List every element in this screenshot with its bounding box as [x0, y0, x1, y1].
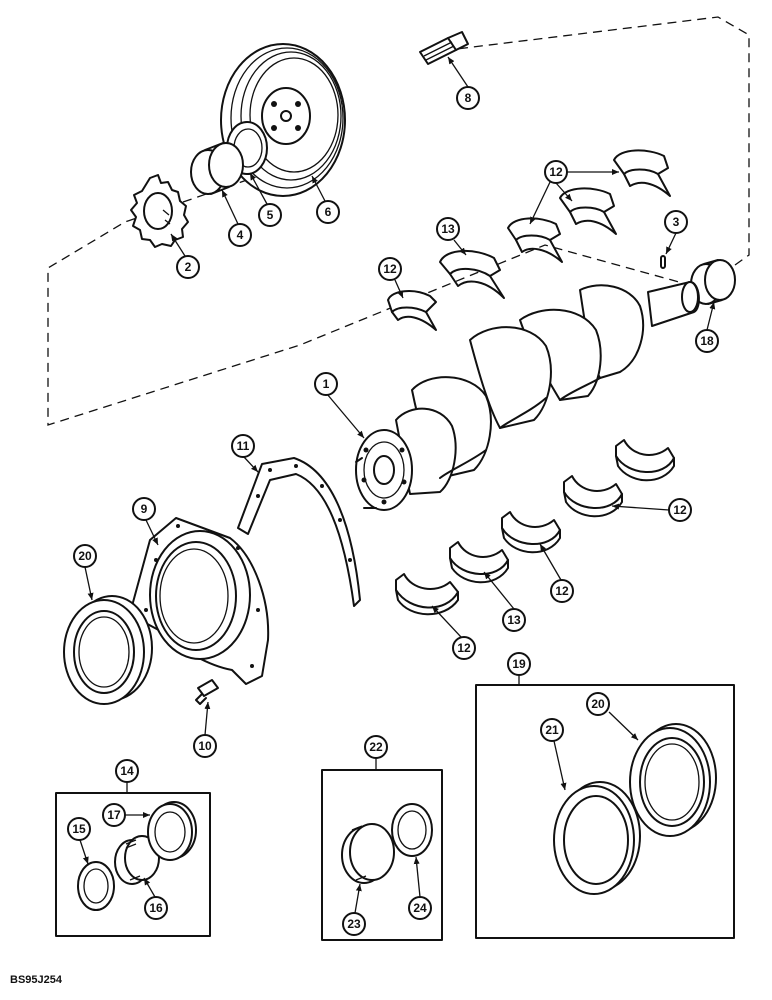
svg-text:12: 12 [673, 503, 687, 517]
svg-text:5: 5 [267, 208, 274, 222]
callout-12-a: 12 [544, 160, 568, 184]
svg-text:22: 22 [369, 740, 383, 754]
callout-22: 22 [364, 735, 388, 759]
callout-12-b: 12 [378, 257, 402, 281]
svg-text:2: 2 [185, 260, 192, 274]
bearing-shell-lower-12-f [501, 511, 561, 554]
svg-text:8: 8 [465, 91, 472, 105]
seal-15 [77, 861, 115, 911]
svg-text:18: 18 [700, 334, 714, 348]
seal-17 [147, 801, 197, 861]
bearing-shell-lower-12-e [395, 573, 459, 616]
alignment-dashed-line [47, 16, 750, 426]
bearing-shell-lower-12-g [563, 475, 623, 518]
callout-5: 5 [258, 203, 282, 227]
svg-text:24: 24 [413, 901, 427, 915]
callout-12-c: 12 [668, 498, 692, 522]
callout-21: 21 [540, 718, 564, 742]
svg-text:20: 20 [78, 549, 92, 563]
sleeve-23 [341, 823, 395, 884]
callout-6: 6 [316, 200, 340, 224]
bearing-shell-upper-12-c [559, 187, 617, 235]
callout-2: 2 [176, 255, 200, 279]
svg-text:12: 12 [549, 165, 563, 179]
callout-24: 24 [408, 896, 432, 920]
bearing-shell-lower-12-h [615, 439, 675, 482]
callout-1: 1 [314, 372, 338, 396]
crankshaft-1 [355, 281, 700, 511]
bearing-shell-upper-13 [439, 249, 505, 299]
svg-text:15: 15 [72, 822, 86, 836]
svg-text:23: 23 [347, 917, 361, 931]
callout-10: 10 [193, 734, 217, 758]
seal-24 [391, 803, 433, 857]
svg-text:4: 4 [237, 228, 244, 242]
svg-text:19: 19 [512, 657, 526, 671]
svg-text:16: 16 [149, 901, 163, 915]
svg-text:21: 21 [545, 723, 559, 737]
sleeve-16 [114, 835, 160, 885]
svg-text:13: 13 [441, 222, 455, 236]
callout-13-b: 13 [502, 608, 526, 632]
bearing-shell-lower-13 [449, 541, 509, 584]
svg-text:9: 9 [141, 502, 148, 516]
svg-text:17: 17 [107, 808, 121, 822]
pin-3 [660, 255, 666, 269]
callout-14: 14 [115, 759, 139, 783]
callout-4: 4 [228, 223, 252, 247]
callout-16: 16 [144, 896, 168, 920]
svg-text:3: 3 [673, 215, 680, 229]
callout-15: 15 [67, 817, 91, 841]
oil-seal-20 [63, 595, 153, 705]
callout-8: 8 [456, 86, 480, 110]
callout-23: 23 [342, 912, 366, 936]
svg-text:14: 14 [120, 764, 134, 778]
callout-17: 17 [102, 803, 126, 827]
svg-text:10: 10 [198, 739, 212, 753]
svg-text:6: 6 [325, 205, 332, 219]
bearing-shell-upper-12-a [387, 290, 437, 331]
sleeve-4 [190, 142, 244, 195]
svg-text:11: 11 [237, 439, 250, 453]
seal-20-kit [629, 723, 717, 837]
bolt-8 [419, 31, 469, 65]
diagram-code: BS95J254 [10, 974, 62, 986]
gear-2 [130, 174, 189, 248]
leader-lines [79, 56, 716, 914]
callout-9: 9 [132, 497, 156, 521]
svg-text:12: 12 [555, 584, 569, 598]
seal-21 [553, 781, 641, 895]
bearing-shell-upper-12-b [507, 217, 563, 263]
svg-text:20: 20 [591, 697, 605, 711]
callout-20-b: 20 [586, 692, 610, 716]
callout-12-d: 12 [550, 579, 574, 603]
callout-19: 19 [507, 652, 531, 676]
seal-housing-9 [131, 517, 270, 685]
svg-text:12: 12 [457, 641, 471, 655]
callout-11: 11 [231, 434, 255, 458]
callout-20-a: 20 [73, 544, 97, 568]
bearing-shell-upper-12-d [613, 149, 671, 197]
svg-text:12: 12 [383, 262, 397, 276]
svg-text:13: 13 [507, 613, 521, 627]
callout-3: 3 [664, 210, 688, 234]
svg-text:1: 1 [323, 377, 330, 391]
bolt-10 [195, 679, 219, 705]
callout-12-e: 12 [452, 636, 476, 660]
callout-13-a: 13 [436, 217, 460, 241]
gasket-11 [237, 457, 361, 607]
callout-18: 18 [695, 329, 719, 353]
